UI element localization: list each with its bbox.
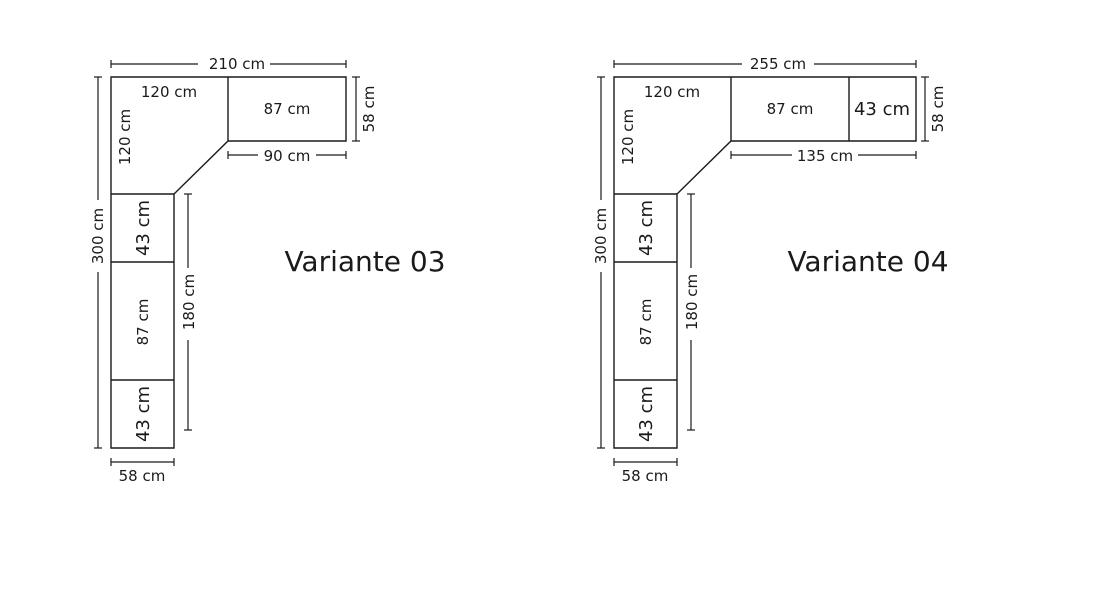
dim-side-depth: 58 cm	[613, 458, 678, 485]
dim-total-height: 300 cm	[89, 76, 107, 449]
dim-top-width: 255 cm	[613, 55, 917, 73]
dim-side-run: 180 cm	[683, 193, 701, 431]
top-depth-label: 58 cm	[360, 86, 378, 133]
variant-03: 210 cm 58 cm 90 cm 120 cm 120 cm 87 cm 3…	[89, 55, 446, 485]
top-module-label: 87 cm	[264, 100, 311, 118]
side-module-1-label: 43 cm	[636, 200, 657, 256]
corner-side-label: 120 cm	[619, 109, 637, 165]
variant-title: Variante 04	[787, 245, 948, 278]
top-module-label: 87 cm	[767, 100, 814, 118]
total-height-label: 300 cm	[89, 208, 107, 264]
side-module-2-label: 87 cm	[134, 299, 152, 346]
top-run-label: 90 cm	[264, 147, 311, 165]
side-module-2-label: 87 cm	[637, 299, 655, 346]
side-module-3-label: 43 cm	[133, 386, 154, 442]
variant-04: 255 cm 58 cm 135 cm 120 cm 120 cm 87 cm …	[592, 55, 949, 485]
side-module-1-label: 43 cm	[133, 200, 154, 256]
dim-top-width: 210 cm	[110, 55, 347, 73]
side-run-label: 180 cm	[683, 274, 701, 330]
corner-side-label: 120 cm	[116, 109, 134, 165]
top-width-label: 255 cm	[750, 55, 806, 73]
dim-side-depth: 58 cm	[110, 458, 175, 485]
corner-top-label: 120 cm	[141, 83, 197, 101]
dim-top-run: 90 cm	[227, 147, 347, 165]
side-run-label: 180 cm	[180, 274, 198, 330]
dim-total-height: 300 cm	[592, 76, 610, 449]
dim-top-run: 135 cm	[730, 147, 917, 165]
side-module-3-label: 43 cm	[636, 386, 657, 442]
dim-top-depth: 58 cm	[352, 76, 378, 142]
side-depth-label: 58 cm	[119, 467, 166, 485]
dim-side-run: 180 cm	[180, 193, 198, 431]
dim-top-depth: 58 cm	[921, 76, 947, 142]
variant-title: Variante 03	[284, 245, 445, 278]
total-height-label: 300 cm	[592, 208, 610, 264]
top-module-extra-label: 43 cm	[854, 99, 910, 120]
sofa-outline	[613, 76, 917, 449]
top-run-label: 135 cm	[797, 147, 853, 165]
corner-top-label: 120 cm	[644, 83, 700, 101]
top-depth-label: 58 cm	[929, 86, 947, 133]
side-depth-label: 58 cm	[622, 467, 669, 485]
sofa-outline	[110, 76, 347, 449]
top-width-label: 210 cm	[209, 55, 265, 73]
